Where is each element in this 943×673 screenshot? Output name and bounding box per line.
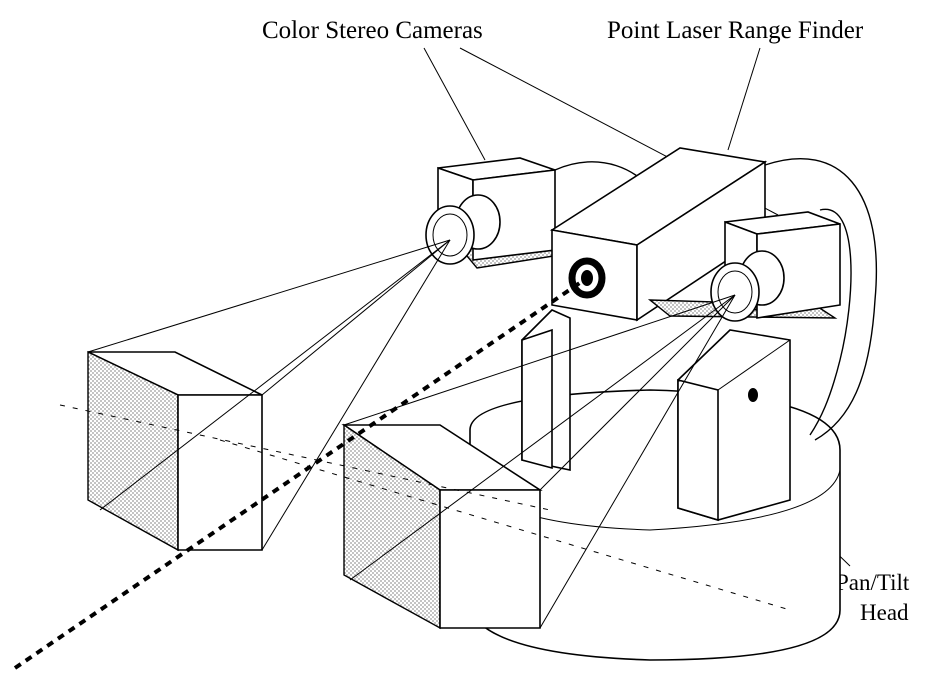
right-view-volume [341,294,736,630]
label-pan-tilt: Pan/Tilt [836,570,910,595]
right-camera [647,157,877,441]
laser-beam [13,276,589,670]
label-color-stereo-cameras: Color Stereo Cameras [262,17,483,44]
pan-tilt-supports [521,309,791,522]
label-point-laser-range-finder: Point Laser Range Finder [607,17,864,44]
leader-left-camera [423,47,486,161]
left-view-volume [87,239,451,552]
left-camera [425,157,656,269]
label-head: Head [860,600,909,625]
laser-range-finder [549,147,768,322]
leader-laser [727,47,761,151]
optical-axes [13,276,791,670]
